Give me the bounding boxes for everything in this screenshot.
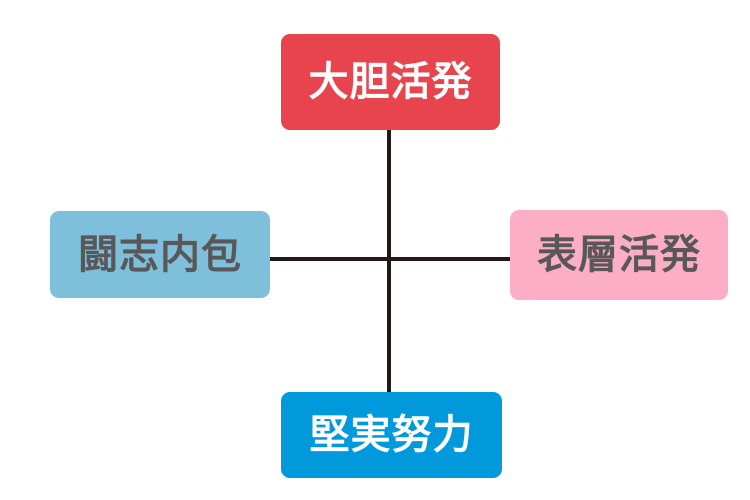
node-top[interactable]: 大胆活発 — [281, 34, 500, 130]
node-right-label: 表層活発 — [537, 233, 701, 277]
connector-vertical-axis — [387, 130, 391, 392]
node-left[interactable]: 闘志内包 — [50, 211, 270, 298]
node-left-label: 闘志内包 — [78, 232, 242, 277]
node-top-label: 大胆活発 — [308, 60, 473, 104]
connector-horizontal-axis — [270, 257, 510, 261]
node-right[interactable]: 表層活発 — [510, 210, 728, 300]
node-bottom[interactable]: 堅実努力 — [281, 392, 502, 478]
node-bottom-label: 堅実努力 — [309, 413, 474, 457]
